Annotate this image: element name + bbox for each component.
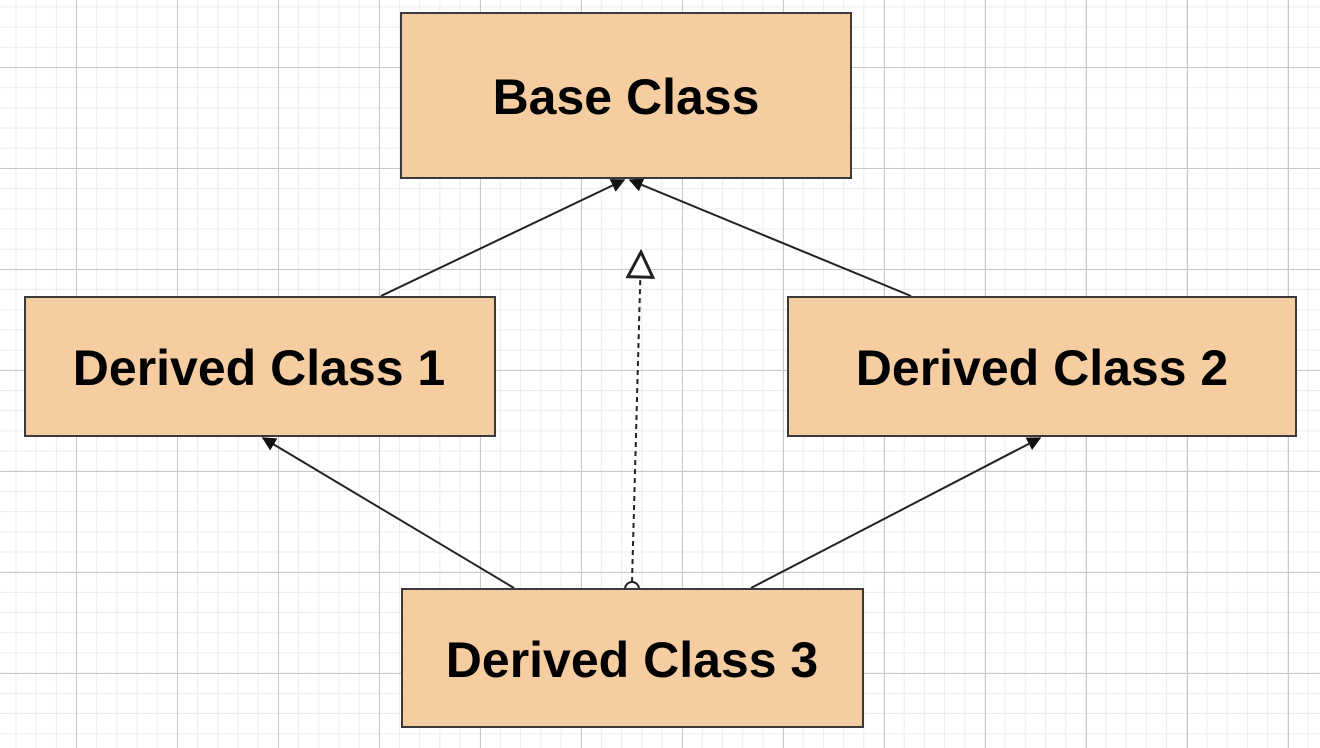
edge-derived1-to-base[interactable] <box>380 179 626 297</box>
node-derived-class-2[interactable]: Derived Class 2 <box>787 296 1297 437</box>
edge-derived3-to-derived2[interactable] <box>750 437 1042 589</box>
edge-derived3-to-base-dashed[interactable] <box>632 252 641 583</box>
node-base-class[interactable]: Base Class <box>400 12 852 179</box>
edge-derived3-to-derived1[interactable] <box>261 437 515 589</box>
node-derived-class-1[interactable]: Derived Class 1 <box>24 296 496 437</box>
node-derived-class-2-label: Derived Class 2 <box>856 340 1228 396</box>
node-base-class-label: Base Class <box>493 69 760 125</box>
edge-derived2-to-base[interactable] <box>628 178 912 297</box>
node-derived-class-3-label: Derived Class 3 <box>446 632 818 688</box>
node-derived-class-3[interactable]: Derived Class 3 <box>401 588 864 728</box>
node-derived-class-1-label: Derived Class 1 <box>73 340 445 396</box>
